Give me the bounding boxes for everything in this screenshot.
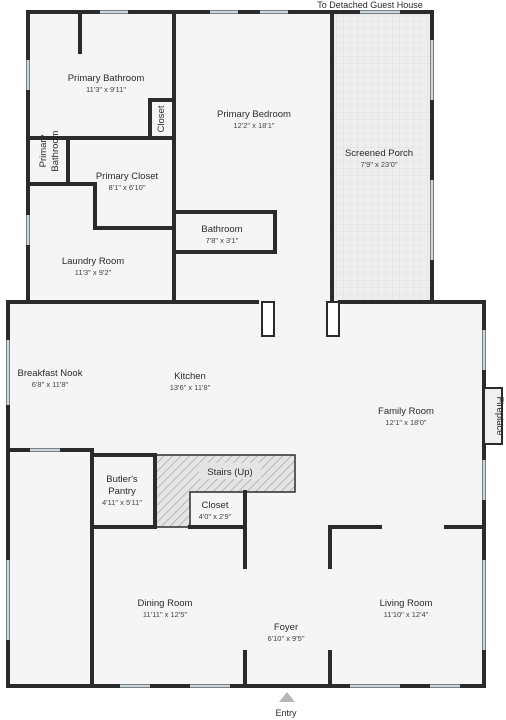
dining-room-dims: 11'11" x 12'5" bbox=[143, 610, 188, 619]
primary-bathroom-2-line1: Primary bbox=[38, 134, 49, 167]
kitchen-name: Kitchen bbox=[174, 371, 206, 382]
primary-bedroom-name: Primary Bedroom bbox=[217, 109, 291, 120]
primary-bathroom-name: Primary Bathroom bbox=[68, 73, 145, 84]
primary-bedroom-dims: 12'2" x 18'1" bbox=[233, 121, 274, 130]
closet-upper-name: Closet bbox=[156, 105, 167, 132]
living-room-name: Living Room bbox=[380, 598, 433, 609]
fireplace bbox=[483, 387, 503, 445]
primary-closet-name: Primary Closet bbox=[96, 171, 159, 182]
porch-floor bbox=[332, 12, 432, 302]
guest-house-label: To Detached Guest House bbox=[317, 0, 423, 10]
bathroom-name: Bathroom bbox=[201, 224, 242, 235]
screened-porch-name: Screened Porch bbox=[345, 148, 413, 159]
laundry-room-dims: 11'3" x 9'2" bbox=[75, 268, 112, 277]
butlers-pantry-line2: Pantry bbox=[108, 486, 136, 497]
entry-arrow-icon bbox=[279, 692, 295, 702]
primary-closet-dims: 8'1" x 6'10" bbox=[109, 183, 146, 192]
laundry-room-name: Laundry Room bbox=[62, 256, 124, 267]
closet-lower-dims: 4'0" x 2'9" bbox=[199, 512, 232, 521]
stairs-label: Stairs (Up) bbox=[207, 467, 252, 478]
living-room-dims: 11'10" x 12'4" bbox=[384, 610, 429, 619]
family-room-dims: 12'1" x 18'0" bbox=[385, 418, 426, 427]
closet-lower-name: Closet bbox=[202, 500, 229, 511]
wall-columns bbox=[261, 301, 340, 337]
foyer-dims: 6'10" x 9'5" bbox=[268, 634, 305, 643]
breakfast-nook-name: Breakfast Nook bbox=[18, 368, 83, 379]
dining-room-name: Dining Room bbox=[138, 598, 193, 609]
primary-bathroom-2-line2: Bathroom bbox=[50, 130, 61, 171]
kitchen-dims: 13'6" x 11'8" bbox=[170, 383, 211, 392]
stairs-label-bg bbox=[199, 463, 261, 479]
butlers-pantry-dims: 4'11" x 5'11" bbox=[102, 498, 142, 507]
fireplace-label: Fireplace bbox=[494, 396, 505, 435]
family-room-name: Family Room bbox=[378, 406, 434, 417]
butlers-pantry-line1: Butler's bbox=[106, 474, 138, 485]
bathroom-dims: 7'8" x 3'1" bbox=[206, 236, 239, 245]
primary-bathroom-dims: 11'3" x 9'11" bbox=[86, 85, 126, 94]
windows bbox=[6, 10, 486, 688]
entry-label: Entry bbox=[275, 708, 297, 718]
breakfast-nook-dims: 6'8" x 11'8" bbox=[32, 380, 69, 389]
screened-porch-dims: 7'9" x 23'0" bbox=[361, 160, 398, 169]
foyer-name: Foyer bbox=[274, 622, 298, 633]
